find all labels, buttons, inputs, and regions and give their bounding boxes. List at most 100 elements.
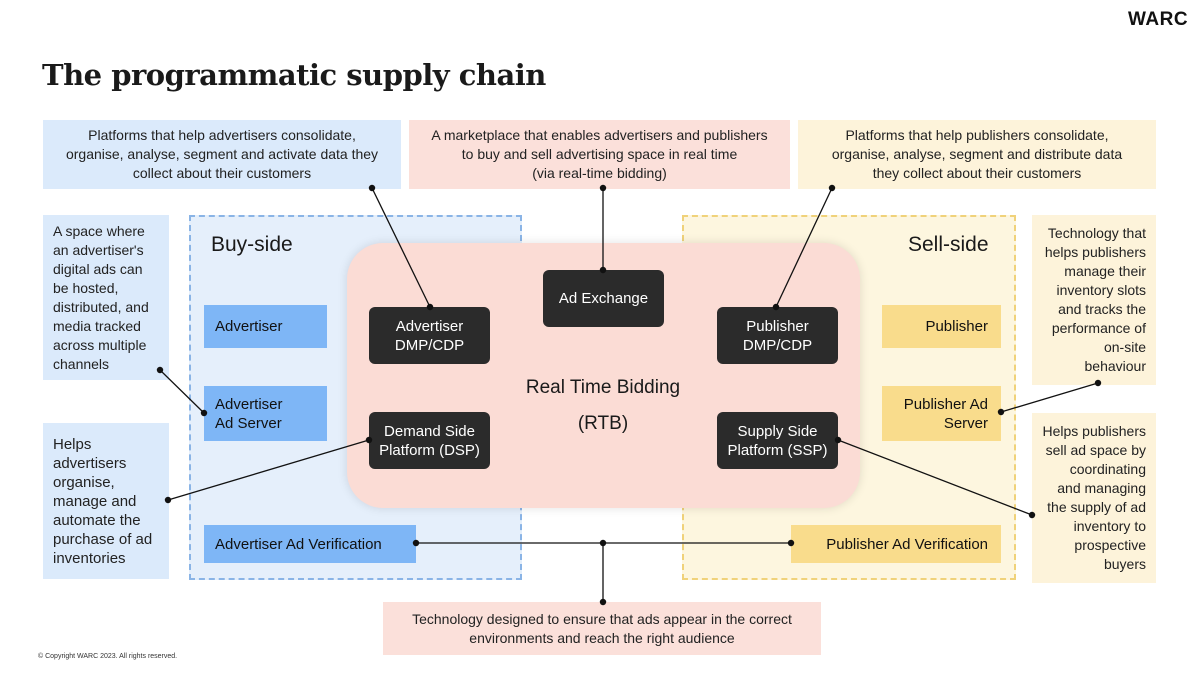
note-line: an advertiser's [53, 241, 144, 258]
note-line: A marketplace that enables advertisers a… [431, 127, 768, 143]
publisher-ad-server-box: Publisher Ad Server [882, 386, 1001, 441]
note-line: A space where [53, 222, 145, 239]
connector-dot [365, 436, 373, 444]
note-line: sell ad space by [1045, 442, 1146, 458]
ssp-box: Supply Side Platform (SSP) [717, 412, 838, 469]
connector-dot [1094, 379, 1102, 387]
note-line: to buy and sell advertising space in rea… [461, 146, 738, 162]
ad-exchange-box: Ad Exchange [543, 270, 664, 327]
connector-advertiser-ad-server [159, 369, 205, 414]
note-line: performance of [1051, 320, 1146, 336]
note-line: manage and [53, 492, 137, 510]
connector-dsp [167, 439, 370, 501]
sell-side-label: Sell-side [908, 233, 989, 256]
note-line: Technology designed to ensure that ads a… [412, 610, 792, 627]
note-line: and managing [1057, 480, 1146, 496]
note-line: purchase of ad [53, 530, 153, 548]
rtb-label-line: (RTB) [577, 413, 629, 434]
publisher-ad-verification-box: Publisher Ad Verification [791, 525, 1001, 563]
copyright-text: © Copyright WARC 2023. All rights reserv… [38, 653, 178, 660]
note-line: media tracked [53, 317, 141, 334]
note-publisher-ad-server: Technology that helps publishers manage … [1032, 215, 1156, 385]
note-line: inventory slots [1056, 282, 1146, 298]
warc-logo: WARC [1128, 9, 1189, 30]
box-line: DMP/CDP [394, 336, 465, 354]
connector-dot [599, 598, 607, 606]
connector-dot [997, 408, 1005, 416]
note-line: coordinating [1069, 461, 1146, 477]
box-line: Demand Side [384, 422, 475, 440]
note-line: Technology that [1047, 225, 1146, 241]
note-line: Platforms that help advertisers consolid… [88, 127, 356, 143]
note-line: organise, [53, 473, 115, 491]
publisher-box: Publisher [882, 305, 1001, 348]
note-publisher-dmp: Platforms that help publishers consolida… [798, 120, 1156, 189]
note-line: be hosted, [53, 279, 119, 296]
connector-dot [599, 266, 607, 274]
note-line: manage their [1064, 263, 1146, 279]
box-line: Publisher [746, 317, 809, 335]
note-line: and tracks the [1058, 301, 1146, 317]
note-advertiser-dmp: Platforms that help advertisers consolid… [43, 120, 401, 189]
note-line: collect about their customers [132, 165, 312, 181]
note-line: behaviour [1084, 358, 1147, 374]
advertiser-ad-server-box: Advertiser Ad Server [204, 386, 327, 441]
dsp-box: Demand Side Platform (DSP) [369, 412, 490, 469]
note-line: (via real-time bidding) [532, 165, 667, 181]
note-line: helps publishers [1044, 244, 1146, 260]
connector-dot [834, 436, 842, 444]
box-line: Advertiser [395, 317, 464, 335]
note-line: environments and reach the right audienc… [469, 629, 735, 646]
note-line: on-site [1103, 339, 1146, 355]
note-line: Platforms that help publishers consolida… [845, 127, 1109, 143]
connector-dot [828, 184, 836, 192]
note-line: advertisers [53, 454, 127, 472]
connector-dot [368, 184, 376, 192]
note-ad-exchange: A marketplace that enables advertisers a… [409, 120, 790, 189]
buy-side-label: Buy-side [211, 233, 293, 256]
advertiser-box: Advertiser [204, 305, 327, 348]
box-line: Ad Server [215, 414, 282, 432]
box-line: Publisher Ad [903, 395, 988, 413]
connector-dot [772, 303, 780, 311]
note-line: inventory to [1073, 518, 1146, 534]
note-verification: Technology designed to ensure that ads a… [383, 602, 821, 655]
note-line: organise, analyse, segment and distribut… [831, 146, 1123, 162]
note-line: channels [53, 355, 110, 372]
connector-advertiser-dmp [371, 187, 431, 308]
note-dsp: Helps advertisers organise, manage and a… [43, 423, 169, 579]
box-line: DMP/CDP [742, 336, 813, 354]
connector-dot [164, 496, 172, 504]
note-advertiser-ad-server: A space where an advertiser's digital ad… [43, 215, 169, 380]
connector-dot [200, 409, 208, 417]
note-line: they collect about their customers [872, 165, 1082, 181]
publisher-dmp-box: Publisher DMP/CDP [717, 307, 838, 364]
note-line: across multiple [53, 336, 147, 353]
connector-dot [599, 539, 607, 547]
advertiser-ad-verification-box: Advertiser Ad Verification [204, 525, 416, 563]
note-ssp: Helps publishers sell ad space by coordi… [1032, 413, 1156, 583]
box-line: Platform (SSP) [727, 441, 828, 459]
box-line: Server [943, 414, 988, 432]
box-line: Supply Side [737, 422, 818, 440]
note-line: the supply of ad [1047, 499, 1146, 515]
note-line: prospective [1074, 537, 1146, 553]
connector-dot [156, 366, 164, 374]
box-line: Platform (DSP) [379, 441, 480, 459]
connector-dot [599, 184, 607, 192]
connector-publisher-ad-server [1000, 382, 1099, 413]
connector-dot [412, 539, 420, 547]
note-line: organise, analyse, segment and activate … [65, 146, 379, 162]
note-line: Helps publishers [1042, 423, 1147, 439]
note-line: digital ads can [53, 260, 143, 277]
box-line: Advertiser [215, 395, 283, 413]
rtb-label-line: Real Time Bidding [525, 377, 681, 398]
connector-publisher-dmp [775, 187, 833, 308]
connector-dot [787, 539, 795, 547]
note-line: Helps [53, 435, 92, 453]
note-line: automate the [53, 511, 141, 529]
note-line: buyers [1103, 556, 1146, 572]
note-line: inventories [53, 549, 126, 567]
connector-dot [426, 303, 434, 311]
